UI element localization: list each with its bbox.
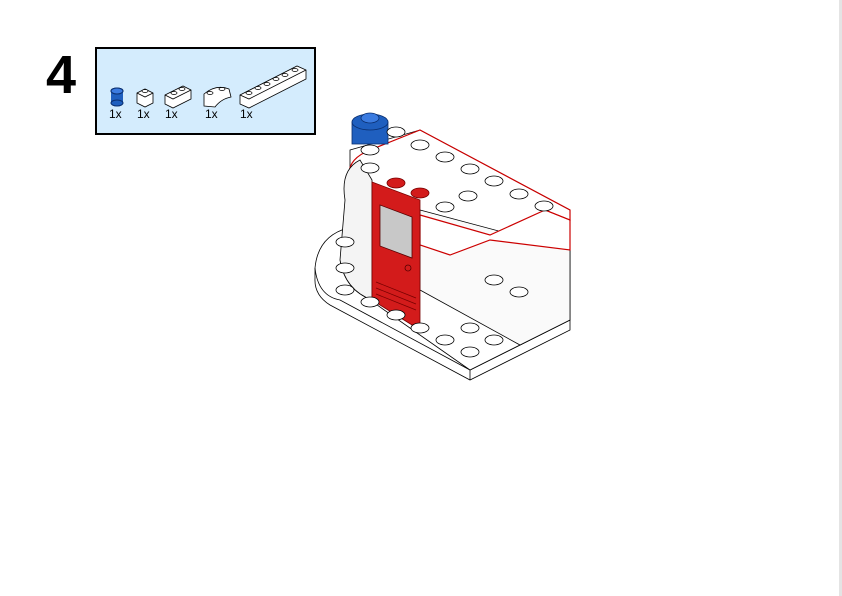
brick-1x2-icon [164,85,192,109]
part-quantity: 1x [240,107,253,121]
studs [335,126,554,358]
part-round-brick: 1x [107,49,127,135]
parts-list-box: 1x 1x 1x 1x 1x [95,47,316,135]
brick-1x6-icon [239,65,307,109]
part-curved-brick: 1x [201,49,235,135]
blue-round-brick [351,112,389,145]
door-window [379,204,413,259]
part-quantity: 1x [137,107,150,121]
part-quantity: 1x [165,107,178,121]
part-brick-1x1: 1x [135,49,157,135]
brick-1x1-icon [136,88,154,108]
curved-brick-icon [203,86,232,108]
round-brick-icon [110,87,124,107]
step-number: 4 [46,45,77,105]
part-quantity: 1x [205,107,218,121]
build-model-illustration [300,100,590,395]
page-edge-divider [839,0,842,596]
part-quantity: 1x [109,107,122,121]
part-brick-1x6: 1x [237,49,312,135]
part-brick-1x2: 1x [163,49,195,135]
